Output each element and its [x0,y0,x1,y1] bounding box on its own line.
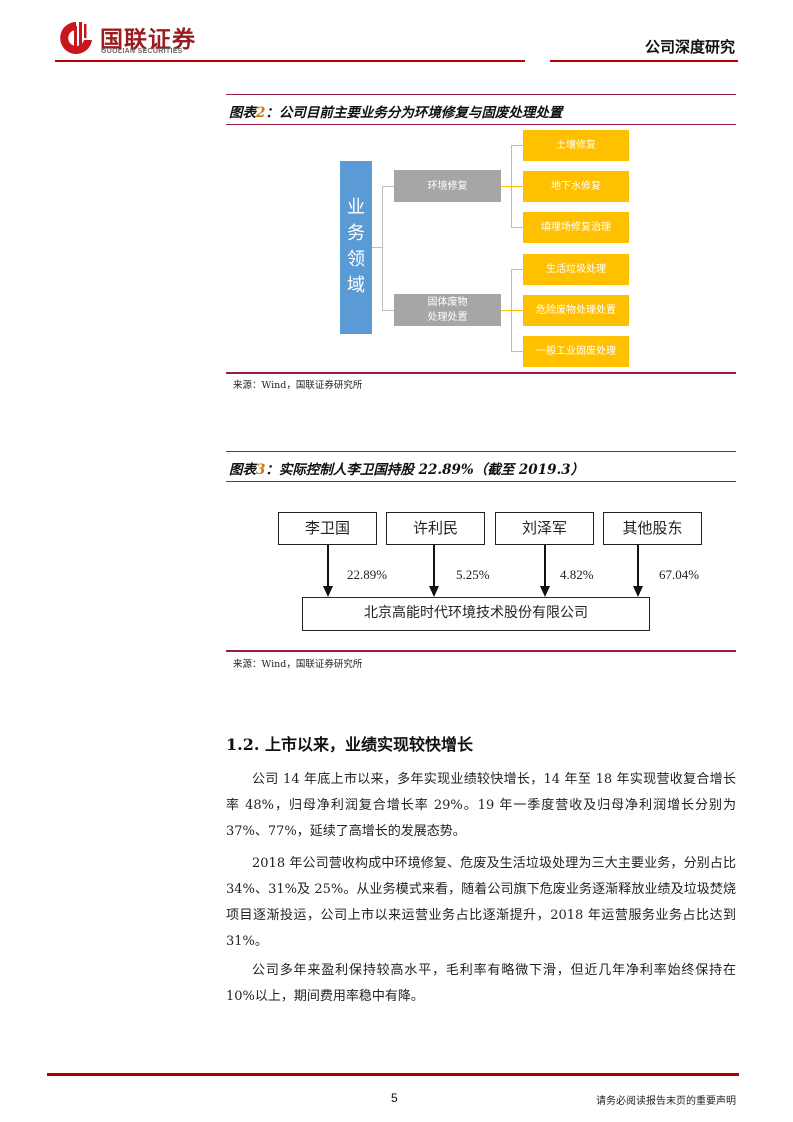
report-type-label: 公司深度研究 [644,38,735,56]
connector [511,227,523,228]
stake-liu-zejun: 4.82% [560,567,594,582]
company-logo: 国联证券 GUOLIAN SECURITIES [58,18,208,58]
figure-3-bottom-rule [226,650,736,652]
shareholder-li-weiguo: 李卫国 [278,512,377,545]
connector [501,186,512,187]
arrow-shaft [327,545,329,586]
stake-li-weiguo: 22.89% [347,567,388,582]
connector [382,310,394,311]
logo-chinese-name: 国联证券 [100,27,196,53]
connector [501,310,512,311]
paragraph-2: 2018 年公司营收构成中环境修复、危废及生活垃圾处理为三大主要业务，分别占比 … [226,856,736,949]
paragraph-1: 公司 14 年底上市以来，多年实现业绩较快增长，14 年至 18 年实现营收复合… [226,772,736,839]
leaf-household-waste: 生活垃圾处理 [523,254,629,285]
figure-2-title-bar: 图表2：公司目前主要业务分为环境修复与固废处理处置 [226,94,736,125]
stake-xu-limin: 5.25% [456,567,490,582]
footer-divider [47,1073,739,1076]
connector [511,145,523,146]
leaf-industrial-solid-waste: 一般工业固废处理 [523,336,629,367]
connector [382,186,394,187]
figure-2-bottom-rule [226,372,736,374]
paragraph-3: 公司多年来盈利保持较高水平，毛利率有略微下滑，但近几年净利率始终保持在 10%以… [226,963,736,1004]
branch-solid-waste-treatment: 固体废物 处理处置 [394,294,501,326]
figure-3-source: 来源：Wind，国联证券研究所 [233,659,363,670]
shareholder-xu-limin: 许利民 [386,512,485,545]
diagram-root-business-areas: 业 务 领 域 [340,161,372,334]
arrow-shaft [637,545,639,586]
figure-2-source: 来源：Wind，国联证券研究所 [233,380,363,391]
branch-environmental-remediation: 环境修复 [394,170,501,202]
leaf-soil-remediation: 土壤修复 [523,130,629,161]
leaf-landfill-remediation: 填埋场修复治理 [523,212,629,243]
connector [511,269,523,270]
figure-2-title: 图表2：公司目前主要业务分为环境修复与固废处理处置 [229,105,563,121]
connector [511,310,523,311]
leaf-groundwater-remediation: 地下水修复 [523,171,629,202]
section-heading: 1.2. 上市以来，业绩实现较快增长 [226,735,473,754]
arrow-shaft [433,545,435,586]
logo-english-name: GUOLIAN SECURITIES [101,48,183,55]
arrow-down-icon [633,586,643,597]
shareholder-others: 其他股东 [603,512,702,545]
arrow-shaft [544,545,546,586]
arrow-down-icon [540,586,550,597]
arrow-down-icon [323,586,333,597]
figure-3-title: 图表3：实际控制人李卫国持股 22.89%（截至 2019.3） [229,462,585,478]
guolian-logo-icon [60,22,92,54]
stake-others: 67.04% [659,567,700,582]
connector [372,247,383,248]
company-box: 北京高能时代环境技术股份有限公司 [302,597,650,631]
shareholder-liu-zejun: 刘泽军 [495,512,594,545]
header-divider-left [55,60,525,62]
connector [382,186,383,311]
connector [511,351,523,352]
figure-3-title-bar: 图表3：实际控制人李卫国持股 22.89%（截至 2019.3） [226,451,736,482]
connector [511,186,523,187]
arrow-down-icon [429,586,439,597]
page-number: 5 [391,1091,398,1105]
leaf-hazardous-waste: 危险废物处理处置 [523,295,629,326]
footer-disclaimer: 请务必阅读报告末页的重要声明 [596,1096,736,1107]
header-divider-right [550,60,738,62]
